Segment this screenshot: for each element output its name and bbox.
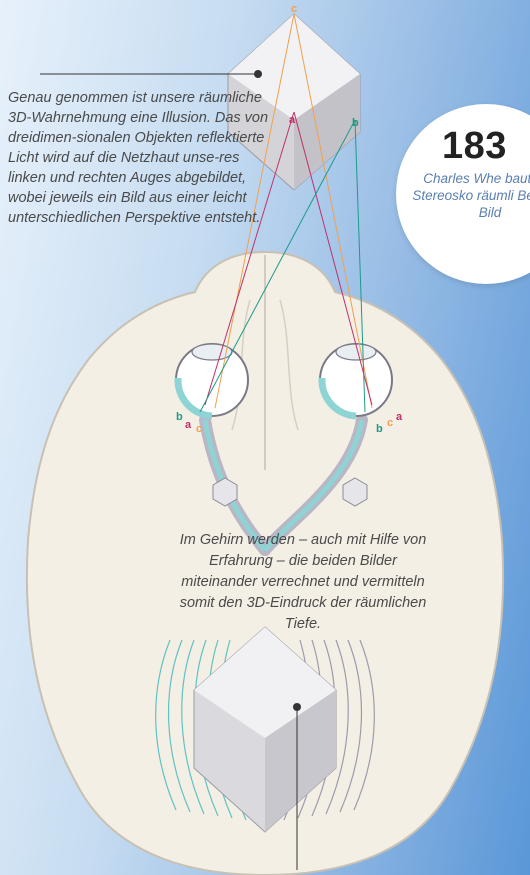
caption-brain: Im Gehirn werden – auch mit Hilfe von Er…	[170, 530, 436, 635]
label-c-right-eye: c	[387, 417, 393, 429]
label-b-top: b	[352, 117, 359, 129]
badge-text: Charles Whe baut das Stereosko räumli Be…	[410, 170, 530, 221]
label-c-top: c	[291, 3, 297, 15]
label-a-top: a	[289, 114, 296, 126]
caption-perception: Genau genommen ist unsere räumliche 3D-W…	[8, 88, 270, 228]
right-eye	[320, 344, 392, 416]
label-b-left-eye: b	[176, 411, 183, 423]
label-a-right-eye: a	[396, 411, 403, 423]
badge-year: 183	[442, 125, 507, 168]
label-b-right-eye: b	[376, 423, 383, 435]
label-c-left-eye: c	[196, 423, 202, 435]
label-a-left-eye: a	[185, 419, 192, 431]
left-eye	[176, 344, 248, 416]
